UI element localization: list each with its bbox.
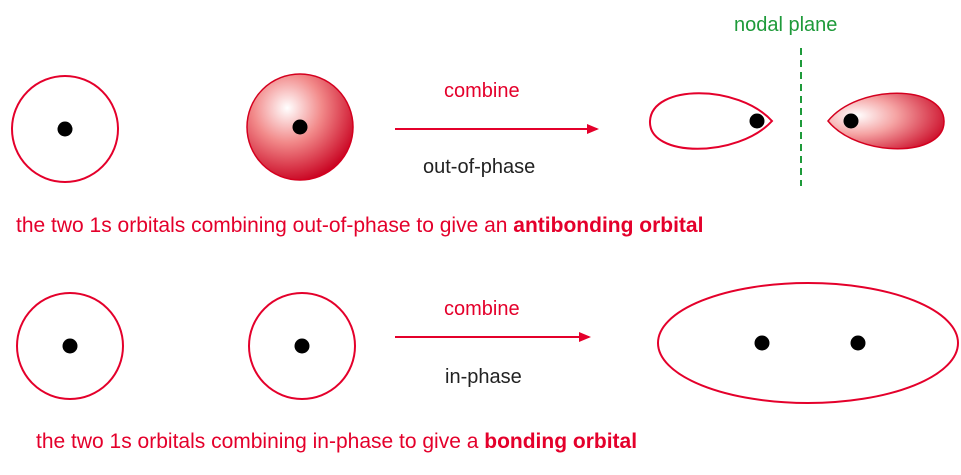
bottom-left-nucleus (62, 338, 78, 354)
antibonding-left-nucleus (749, 113, 765, 129)
bottom-phase-label: in-phase (445, 366, 522, 388)
bonding-caption-text: the two 1s orbitals combining in-phase t… (36, 430, 485, 453)
antibonding-caption: the two 1s orbitals combining out-of-pha… (16, 214, 703, 238)
top-row (11, 48, 945, 186)
bonding-caption-bold: bonding orbital (484, 430, 638, 453)
bottom-left-1s-orbital (16, 292, 124, 400)
top-left-1s-orbital (11, 75, 119, 183)
nodal-plane-label: nodal plane (734, 14, 838, 36)
top-shaded-1s-orbital (246, 73, 354, 181)
antibonding-right-nucleus (843, 113, 859, 129)
top-combine-label: combine (444, 80, 520, 102)
bonding-caption: the two 1s orbitals combining in-phase t… (36, 430, 637, 454)
bonding-nucleus-left (754, 335, 770, 351)
antibonding-caption-bold: antibonding orbital (513, 214, 704, 237)
bottom-right-nucleus (294, 338, 310, 354)
antibonding-right-lobe (827, 92, 945, 150)
antibonding-left-lobe (648, 92, 774, 150)
bottom-combine-label: combine (444, 298, 520, 320)
bottom-row (16, 282, 959, 404)
bonding-orbital (657, 282, 959, 404)
top-phase-label: out-of-phase (423, 156, 536, 178)
top-left-nucleus (57, 121, 73, 137)
top-shaded-nucleus (292, 119, 308, 135)
antibonding-caption-text: the two 1s orbitals combining out-of-pha… (16, 214, 514, 237)
bottom-right-1s-orbital (248, 292, 356, 400)
bonding-nucleus-right (850, 335, 866, 351)
